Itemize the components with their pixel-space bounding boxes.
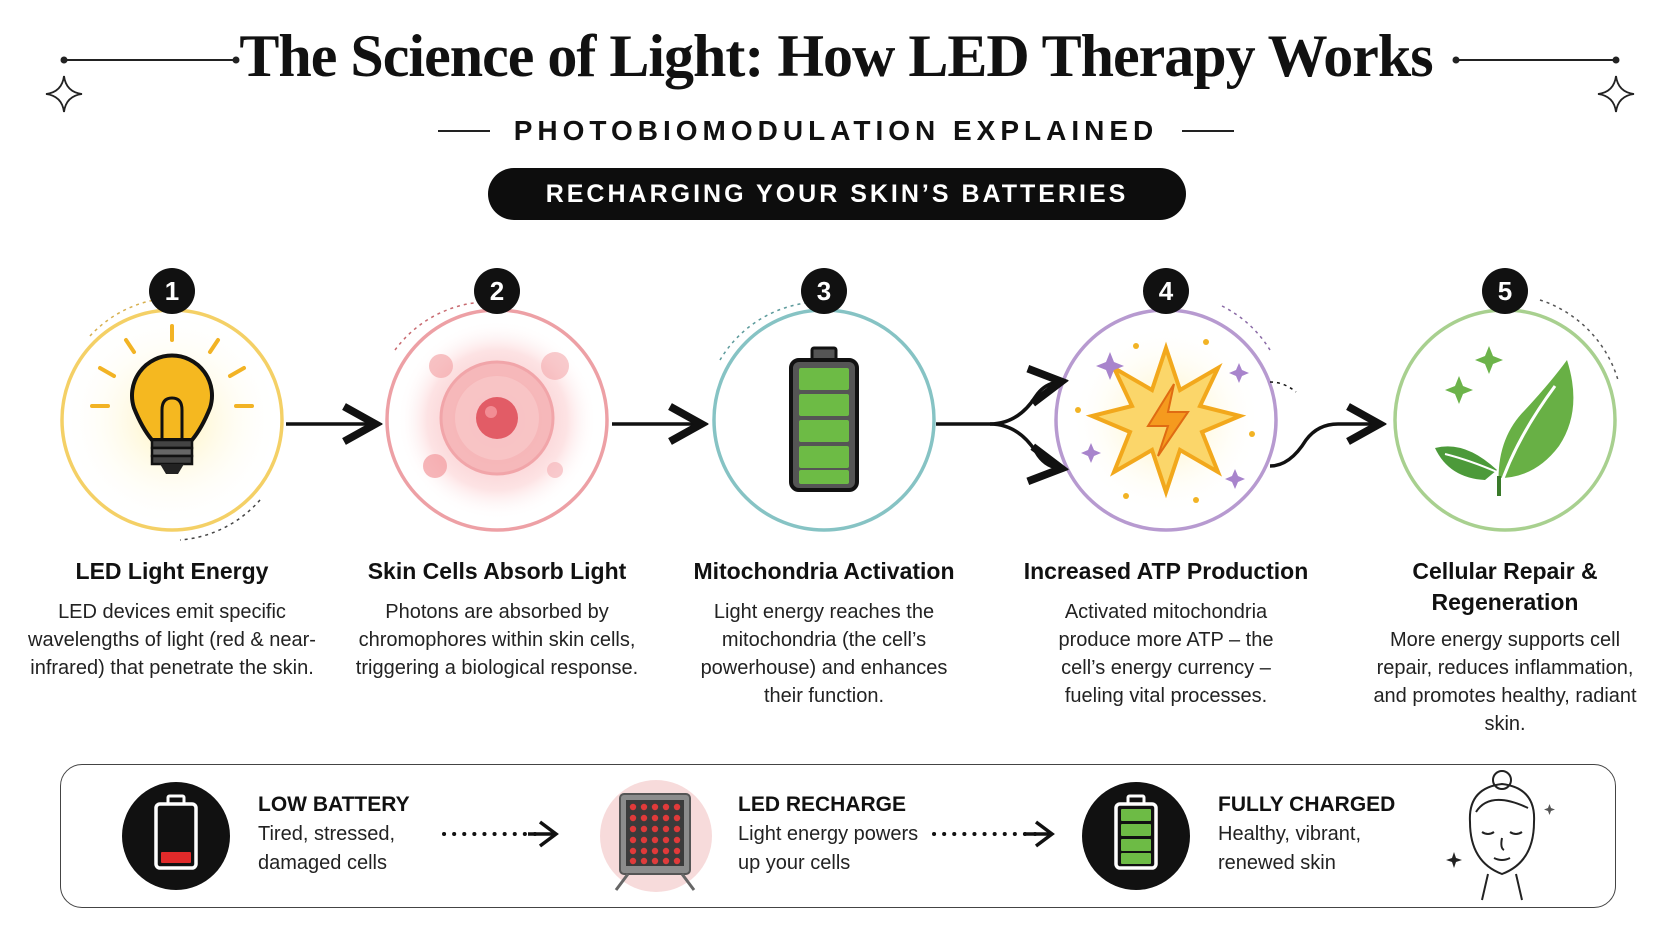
subtitle: PHOTOBIOMODULATION EXPLAINED xyxy=(513,115,1159,146)
step-title-1: LED Light Energy xyxy=(75,558,269,584)
dotted-arrow-1 xyxy=(442,820,559,848)
face-icon xyxy=(1446,770,1555,901)
dotted-arrow-2 xyxy=(932,820,1055,848)
arrow-4-5 xyxy=(1269,381,1376,468)
step-description-4: Activated mitochondria produce more ATP … xyxy=(1058,601,1274,707)
led-recharge-description: Light energy powers up your cells xyxy=(738,823,919,874)
leaf-icon xyxy=(1435,346,1574,496)
low-battery-description: Tired, stressed, damaged cells xyxy=(258,823,396,874)
step-description-2: Photons are absorbed by chromophores wit… xyxy=(355,601,639,679)
banner-pill: RECHARGING YOUR SKIN’S BATTERIES xyxy=(488,168,1186,220)
subtitle-rule-right xyxy=(1182,130,1235,132)
step-description-1: LED devices emit specific wavelengths of… xyxy=(28,601,316,679)
subtitle-rule-left xyxy=(437,130,490,132)
battery-summary-panel xyxy=(60,764,1616,908)
subtitle-row: PHOTOBIOMODULATION EXPLAINED xyxy=(0,115,1672,147)
led-recharge-title: LED RECHARGE xyxy=(738,793,907,816)
full-battery-icon xyxy=(1082,782,1190,890)
step-title-5: Cellular Repair & Regeneration xyxy=(1412,558,1598,615)
energy-burst-icon xyxy=(1075,339,1255,503)
sparkle-icon xyxy=(45,75,83,113)
low-battery-title: LOW BATTERY xyxy=(258,793,410,816)
step-title-4: Increased ATP Production xyxy=(1023,558,1309,584)
process-steps: 1 2 3 4 5 LED Light Energy Skin Cells Ab… xyxy=(28,268,1637,735)
page-title: The Science of Light: How LED Therapy Wo… xyxy=(239,23,1433,89)
step-description-3: Light energy reaches the mitochondria (t… xyxy=(700,601,948,707)
step-number-2: 2 xyxy=(474,268,520,314)
step-description-5: More energy supports cell repair, reduce… xyxy=(1373,629,1637,735)
low-battery-icon xyxy=(122,782,230,890)
step-number-5: 5 xyxy=(1482,268,1528,314)
step-number-3: 3 xyxy=(801,268,847,314)
step-title-2: Skin Cells Absorb Light xyxy=(367,558,627,584)
led-panel-icon xyxy=(600,780,712,892)
skin-cell-icon xyxy=(423,352,569,478)
fully-charged-title: FULLY CHARGED xyxy=(1218,793,1396,816)
sparkle-icon xyxy=(1597,75,1635,113)
light-bulb-icon xyxy=(90,324,254,474)
step-number-4: 4 xyxy=(1143,268,1189,314)
process-diagram xyxy=(60,297,1619,541)
step-number-1: 1 xyxy=(149,268,195,314)
step-title-3: Mitochondria Activation xyxy=(693,558,955,584)
battery-icon xyxy=(789,346,859,492)
fully-charged-description: Healthy, vibrant, renewed skin xyxy=(1218,823,1362,874)
arrow-3-4-branch xyxy=(936,382,1058,468)
